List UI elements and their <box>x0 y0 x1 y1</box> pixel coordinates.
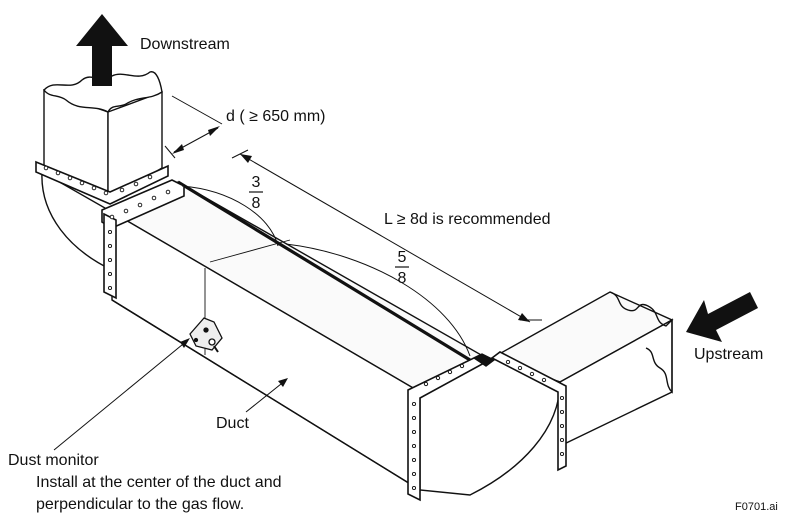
d-extension-right <box>171 95 223 125</box>
L-dimension-line <box>239 153 531 323</box>
leader-lines <box>53 338 288 451</box>
duct-top-ridge <box>177 180 471 362</box>
arc-three-eighths <box>181 185 279 247</box>
length-recommendation-label: L ≥ 8d is recommended <box>384 211 551 228</box>
d-dimension-label: d ( ≥ 650 mm) <box>226 108 325 125</box>
fraction-upper-denominator: 8 <box>252 195 261 212</box>
duct-inlet-flange <box>101 179 185 229</box>
install-instruction-line1: Install at the center of the duct and <box>36 474 282 491</box>
dust-monitor-label: Dust monitor <box>8 452 99 469</box>
arrow-up-icon <box>76 14 128 86</box>
dust-monitor-leader <box>53 339 189 451</box>
duct-label: Duct <box>216 415 249 432</box>
upstream-label: Upstream <box>694 346 763 363</box>
downstream-label: Downstream <box>140 36 230 53</box>
figure-id-label: F0701.ai <box>735 501 778 513</box>
lower-flange-bolts <box>411 359 565 491</box>
fraction-lower-numerator: 5 <box>398 249 407 266</box>
duct-bottom-edge <box>111 299 421 491</box>
arc-five-eighths <box>285 243 471 357</box>
arrow-left-down-icon <box>686 292 758 342</box>
upstream-section <box>407 291 674 502</box>
flange-notch <box>472 353 496 367</box>
upper-flange-bolts <box>43 165 171 291</box>
fraction-lower-denominator: 8 <box>398 270 407 287</box>
fraction-upper-numerator: 3 <box>252 174 261 191</box>
duct-center-line <box>209 239 291 263</box>
downstream-section <box>35 71 185 300</box>
duct-leader <box>245 379 287 413</box>
duct-body <box>110 180 492 492</box>
left-flange <box>103 212 117 300</box>
upstream-duct-cut <box>609 291 673 394</box>
dimension-lines <box>164 95 542 357</box>
d-extension-left <box>164 145 176 159</box>
vertical-duct-cut <box>43 71 163 113</box>
install-instruction-line2: perpendicular to the gas flow. <box>36 496 244 513</box>
lower-right-flange <box>490 351 567 472</box>
upper-flange <box>35 160 169 205</box>
dust-monitor-device <box>189 317 223 353</box>
